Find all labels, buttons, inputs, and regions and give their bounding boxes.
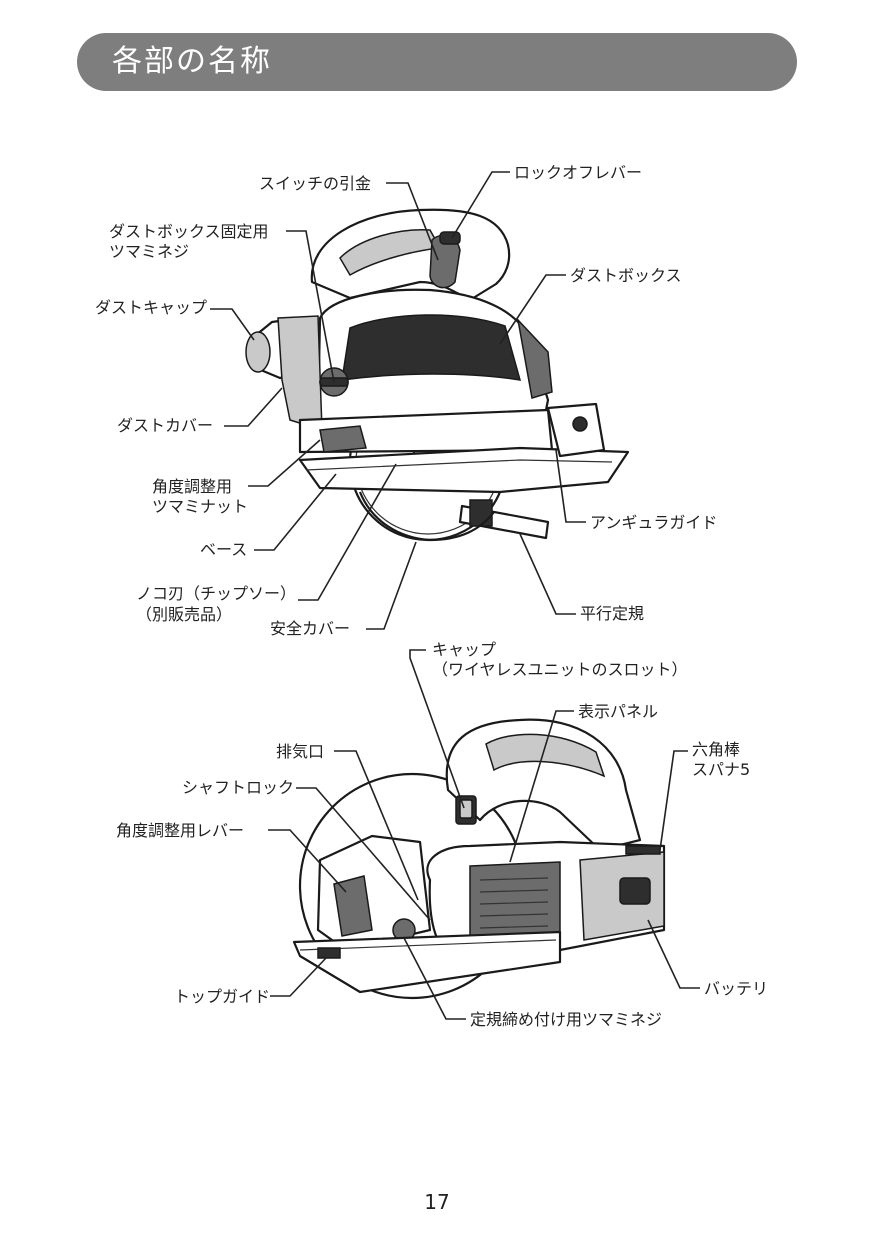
leader-lines-bottom — [268, 649, 700, 1020]
label-parallel-guide: 平行定規 — [580, 604, 645, 623]
label-dustbox-knob: ダストボックス固定用 — [109, 222, 269, 241]
label-cap: キャップ — [432, 640, 497, 659]
label-hex-wrench: 六角棒 — [692, 740, 741, 759]
label-dust-cap: ダストキャップ — [95, 298, 208, 317]
label-base: ベース — [200, 540, 248, 559]
label-blade: ノコ刃（チップソー） — [136, 584, 297, 603]
label-dust-box: ダストボックス — [570, 266, 682, 285]
label-safety-cover: 安全カバー — [270, 619, 351, 638]
label-guide-knob: 定規締め付け用ツマミネジ — [470, 1010, 663, 1029]
label-dust-cover: ダストカバー — [117, 416, 214, 435]
hex-wrench — [625, 845, 661, 855]
label-exhaust: 排気口 — [276, 742, 325, 761]
label-blade-2: （別販売品） — [136, 605, 233, 624]
label-angular-guide: アンギュラガイド — [590, 513, 718, 532]
label-angle-nut: 角度調整用 — [152, 477, 233, 496]
rear-base-plate — [292, 930, 562, 994]
page-number: 17 — [424, 1190, 450, 1214]
dust-cover — [277, 315, 323, 432]
angle-adjust-nut — [319, 425, 367, 453]
angle-adjust-lever — [333, 875, 373, 937]
circular-saw-rear-illustration — [292, 718, 666, 1000]
handle — [310, 208, 511, 302]
label-display-panel: 表示パネル — [578, 702, 659, 721]
base-plate — [298, 446, 630, 494]
label-switch-trigger: スイッチの引金 — [259, 174, 372, 193]
label-hex-wrench-2: スパナ5 — [692, 760, 751, 779]
circular-saw-front-illustration — [245, 208, 630, 542]
top-guide — [317, 947, 341, 959]
label-cap-2: （ワイヤレスユニットのスロット） — [432, 660, 688, 679]
section-title: 各部の名称 — [112, 44, 272, 79]
label-shaft-lock: シャフトロック — [182, 778, 295, 797]
dust-box-window — [341, 314, 522, 381]
label-angle-nut-2: ツマミナット — [152, 497, 249, 516]
section-header: 各部の名称 — [77, 33, 797, 91]
leader-lines-top — [210, 171, 586, 630]
label-battery: バッテリ — [704, 979, 769, 998]
label-angle-lever: 角度調整用レバー — [116, 821, 245, 840]
label-lock-off-lever: ロックオフレバー — [514, 163, 643, 182]
label-top-guide: トップガイド — [174, 987, 271, 1006]
label-dustbox-knob-2: ツマミネジ — [109, 242, 190, 261]
lock-off-lever — [439, 231, 461, 245]
safety-cover — [358, 491, 495, 542]
